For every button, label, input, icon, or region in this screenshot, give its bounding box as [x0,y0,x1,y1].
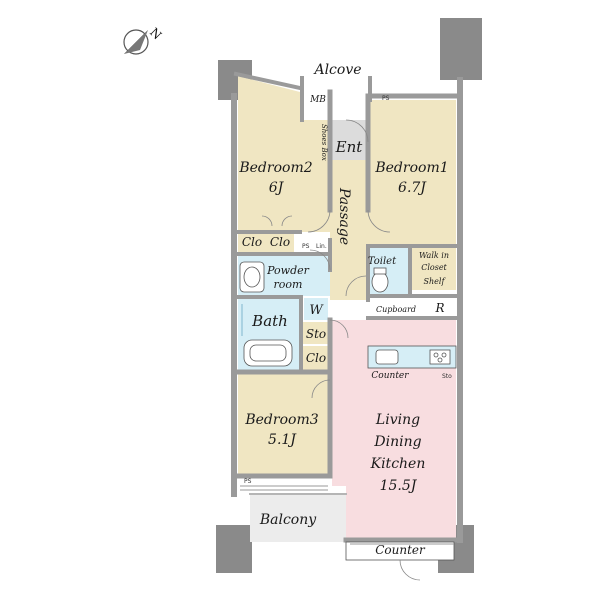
door-closet-a [261,215,273,227]
label-passage: Passage [336,187,352,245]
label-bedroom3-size: 5.1J [268,432,297,448]
room-sto [302,322,330,344]
door-toilet [345,275,367,297]
label-ldk-size: 15.5J [380,478,418,494]
door-bedroom2 [307,209,331,233]
label-ldk-3: Kitchen [370,456,426,472]
room-bedroom1 [368,100,456,246]
bathtub-inner [249,344,287,362]
label-counter-bottom: Counter [375,543,426,557]
label-mb: MB [309,95,326,105]
compass-label: N [147,25,164,42]
label-ps-bottom: PS [244,478,252,485]
column-top-right [440,18,482,80]
label-toilet: Toilet [368,256,397,267]
north-arrow-icon [124,30,148,54]
label-ps-top: PS [382,95,390,102]
compass-ring [123,29,149,55]
label-alcove: Alcove [312,62,361,78]
washbasin-icon [239,261,265,293]
sink-bowl [243,266,261,288]
walls [231,71,463,543]
column-bottom-left [216,525,252,573]
burner-icon [437,357,443,363]
label-powder-1: Powder [266,264,310,277]
label-clo-3: Clo [306,351,326,365]
label-walk-in-1: Walk in [419,251,449,260]
door-balcony [399,559,421,581]
room-closets [238,232,294,252]
label-r: R [434,301,444,315]
room-alcove [304,84,368,120]
room-clo3 [302,346,330,370]
toilet-icon [371,271,389,293]
label-balcony: Balcony [259,512,317,528]
room-balcony [250,494,346,542]
labels: Alcove MB PS Shoes Box Ent Passage Bedro… [238,62,452,557]
door-bedroom1 [367,209,391,233]
door-powder [309,249,331,271]
windows [240,485,454,545]
door-ldk [329,319,349,339]
room-walk-in-closet [412,248,456,290]
label-shelf: Shelf [424,277,447,286]
label-counter-kitchen: Counter [371,371,409,381]
burner-icon [441,352,447,358]
room-washer [304,298,328,320]
label-clo-2: Clo [270,235,290,249]
room-ldk [332,320,456,540]
door-bedroom3 [311,379,331,399]
label-clo-1: Clo [242,235,262,249]
label-walk-in-2: Closet [421,263,447,272]
label-ldk-1: Living [375,412,420,428]
label-bath: Bath [251,312,288,330]
label-cupboard: Cupboard [376,305,416,314]
room-cupboard-strip [368,298,456,318]
doors [261,119,421,581]
label-bedroom2: Bedroom2 [238,160,312,176]
fixtures [239,261,457,561]
label-bedroom3: Bedroom3 [244,412,318,428]
door-closet-b [281,215,293,227]
room-bedroom3 [238,372,328,474]
bathtub-icon [243,339,293,367]
label-sto-small: Sto [442,373,452,380]
label-bedroom2-size: 6J [269,180,285,196]
burner-icon [433,352,439,358]
label-ldk-2: Dining [373,434,421,450]
label-bedroom1-size: 6.7J [398,180,427,196]
label-ent: Ent [335,138,364,156]
label-powder-2: room [274,278,303,291]
label-sto: Sto [306,327,326,341]
door-entry [345,119,369,143]
compass: N [123,25,164,55]
sink-icon [375,349,399,365]
label-bedroom1: Bedroom1 [374,160,448,176]
label-ps-mid: PS [302,243,310,250]
label-shoes-box: Shoes Box [320,124,328,161]
label-lin: Lin. [316,243,327,250]
label-w: W [309,303,324,318]
toilet-tank [373,267,387,275]
